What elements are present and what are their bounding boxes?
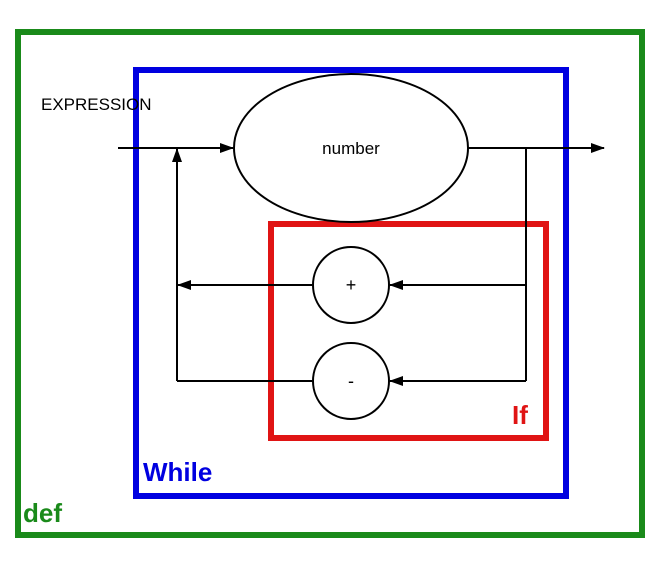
expression-label: EXPRESSION [41,95,152,114]
minus-node [312,342,390,420]
if-frame-label: If [512,400,528,430]
while-frame-label: While [143,457,212,487]
number-node-label: number [322,139,380,158]
def-frame [15,29,645,538]
minus-node-label: - [348,371,354,391]
connectors [118,143,605,386]
number-node [233,73,469,223]
def-frame-label: def [23,498,62,528]
if-frame [268,221,549,441]
while-frame [133,67,569,499]
plus-node-label: + [346,275,357,295]
plus-node [312,246,390,324]
